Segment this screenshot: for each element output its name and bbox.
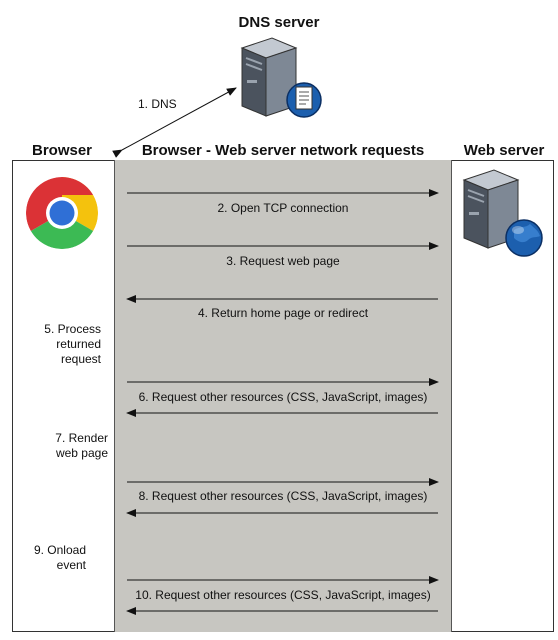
browser-column-title: Browser [31,142,93,159]
msg-request-resources-10: 10. Request other resources (CSS, JavaSc… [135,588,431,602]
msg-return-page: 4. Return home page or redirect [197,306,369,320]
step-9-line-2: event [56,558,86,572]
web-server-column-title: Web server [463,142,545,159]
step-7-line-1: 7. Render [55,431,108,445]
step-5-line-1: 5. Process [44,322,101,336]
msg-request-resources-8: 8. Request other resources (CSS, JavaScr… [138,489,428,503]
step-5-line-3: request [60,352,101,366]
step-9-line-1: 9. Onload [33,543,86,557]
msg-request-resources-6: 6. Request other resources (CSS, JavaScr… [138,390,428,404]
msg-request-page: 3. Request web page [226,254,340,268]
dns-server-icon [240,37,322,118]
step-7-line-2: web page [55,446,108,460]
web-server-icon [462,169,543,257]
step-render-page: 7. Render web page [20,431,108,461]
network-requests-band [114,160,452,632]
step-5-line-2: returned [56,337,101,351]
step-process-request: 5. Process returned request [20,322,101,367]
chrome-browser-icon [26,177,98,249]
dns-arrow [112,87,237,158]
dns-server-title: DNS server [238,14,320,31]
step-onload-event: 9. Onload event [20,543,86,573]
msg-open-tcp: 2. Open TCP connection [217,201,349,215]
